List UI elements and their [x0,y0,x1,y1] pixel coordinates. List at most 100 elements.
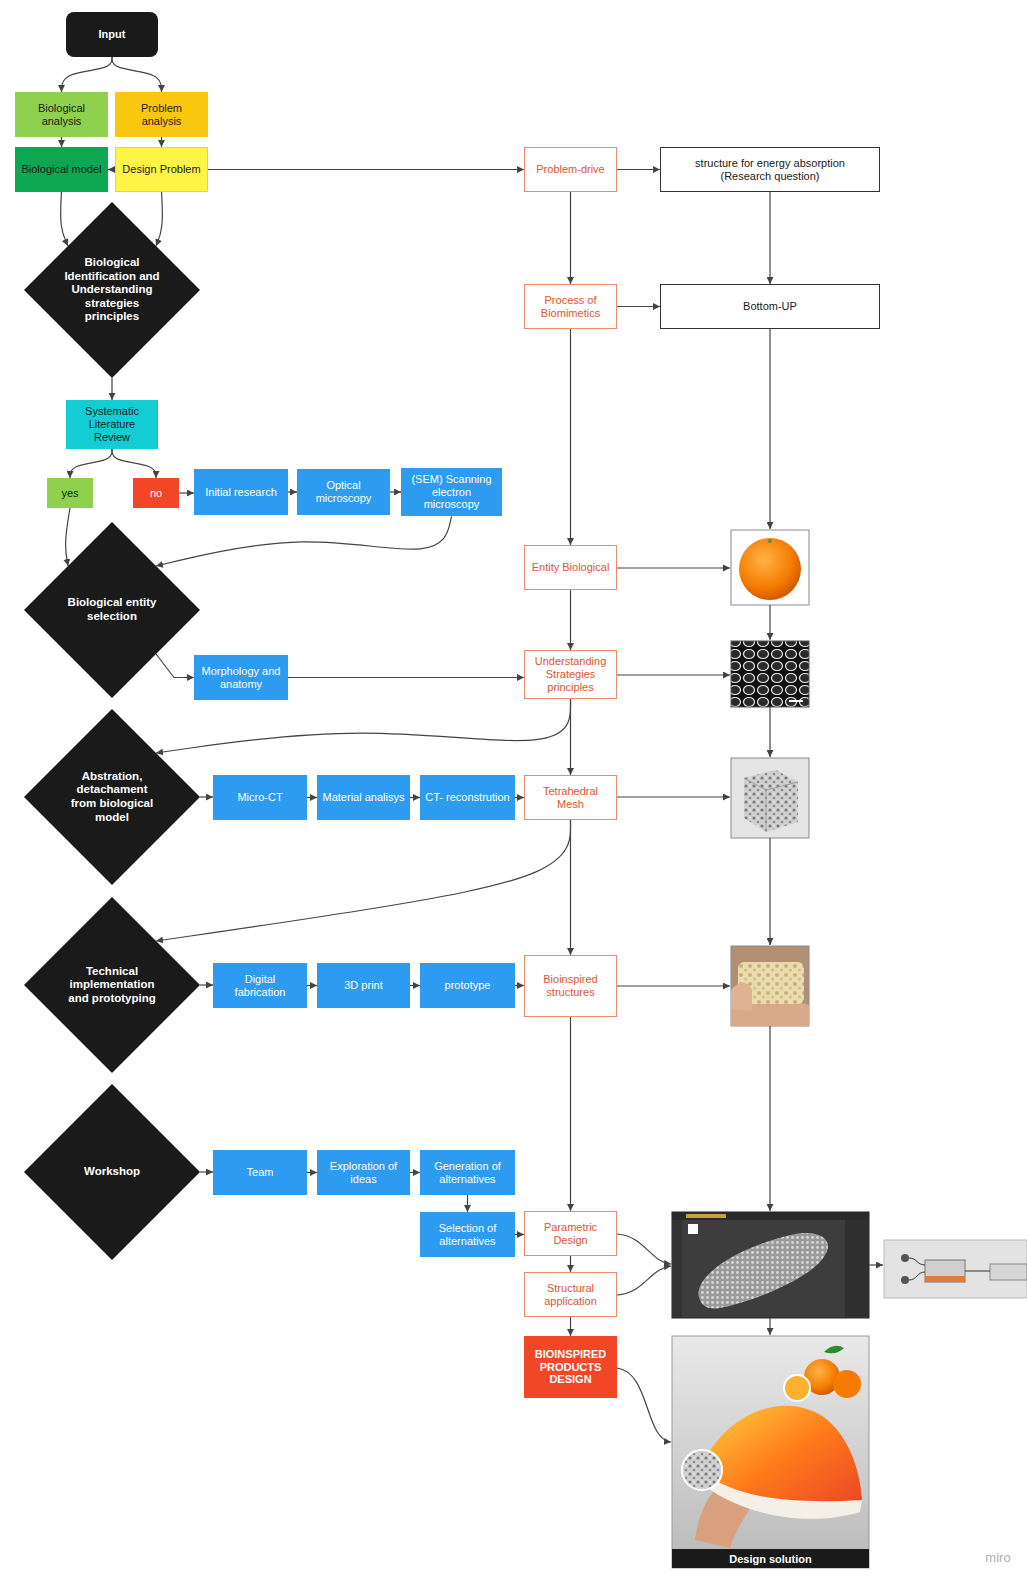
decision-text: Biological Identification and Understand… [59,256,165,324]
watermark: miro [976,1548,1020,1566]
connector-arrow [410,797,420,798]
box-text: Entity Biological [529,561,612,574]
connector-arrow [61,192,68,246]
decision-text: Biological entity selection [62,596,162,623]
connector-arrow [410,1172,420,1173]
connector-arrow [390,491,401,492]
box-text: Micro-CT [218,791,302,804]
leader-line [769,838,770,945]
leader-line [769,329,770,529]
diamond-shape [24,709,200,885]
result-box: BIOINSPIRED PRODUCTS DESIGN [524,1336,617,1398]
diamond-shape [24,202,200,378]
shoe-sole [698,1470,862,1519]
tool-panel [672,1220,682,1318]
toolbar-tab [686,1214,726,1218]
connector-arrow [108,169,115,170]
leader-line [617,1368,671,1442]
caption-band [672,1549,869,1568]
connector-arrow [769,192,770,284]
method-box: Initial research [194,469,288,515]
connector-arrow [617,306,660,307]
decision-text: Technical implementation and prototyping [64,965,160,1006]
connector-arrow [111,378,112,400]
box-text: Understanding Strategies principles [529,655,612,694]
photo-frame [731,946,809,1026]
connector-arrow [112,449,156,478]
orange-fruit [833,1370,861,1398]
sem-photo [731,641,809,707]
leader-line [769,1318,770,1335]
connector-arrow [200,796,213,797]
box-text: Initial research [199,486,283,499]
box-text: prototype [425,979,510,992]
orange-slice [784,1375,810,1401]
stage-box: Structural application [524,1272,617,1317]
component-bar [925,1276,965,1282]
connector-arrow [515,1234,524,1235]
leader-line [617,796,730,797]
box-text: BIOINSPIRED PRODUCTS DESIGN [529,1348,612,1387]
connector-arrow [515,797,524,798]
connector-arrow [570,1017,571,1211]
leader-line [769,1026,770,1211]
connector-arrow [156,192,162,246]
process-box: Systematic Literature Review [66,400,158,449]
component [925,1260,965,1282]
process-box: Biological model [15,147,108,192]
box-text: Systematic Literature Review [71,405,153,444]
leader-line [617,985,730,986]
box-text: Structural application [529,1282,612,1308]
method-box: Material analisys [317,775,410,820]
box-text: no [138,487,174,500]
box-text: Design Problem [120,163,203,176]
decision-diamond: Workshop [24,1084,200,1260]
decision-diamond: Biological entity selection [24,522,200,698]
connector-arrow [307,1172,317,1173]
method-box: Digital fabrication [213,963,307,1008]
process-box: Problem analysis [115,92,208,137]
icon [688,1224,698,1234]
connector-arrow [570,699,571,775]
ct-cube-render [731,758,809,838]
stage-box: Problem-drive [524,147,617,192]
box-text: Digital fabrication [218,973,302,999]
software-screenshot [672,1212,869,1318]
connector-arrow [410,985,420,986]
prototype-photo [731,946,809,1026]
method-box: Team [213,1150,307,1195]
box-text: Exploration of ideas [322,1160,405,1186]
component [990,1264,1027,1280]
method-box: Optical microscopy [297,469,390,515]
orange-stem [768,539,772,543]
connector-arrow [62,57,113,92]
note-box: structure for energy absorption (Researc… [660,147,880,192]
box-text: Team [218,1166,302,1179]
connector-arrow [200,984,213,985]
start-terminal: Input [66,12,158,57]
stage-box: Process of Biomimetics [524,284,617,329]
leaf [824,1346,844,1354]
leader-line [769,605,770,640]
box-text: Problem-drive [529,163,612,176]
box-text: Input [71,28,153,41]
connector-arrow [156,516,452,566]
input-node [901,1254,909,1262]
connector-arrow [200,1171,213,1172]
leader-line [769,707,770,757]
leader-lines [617,329,883,1442]
stage-box: Understanding Strategies principles [524,650,617,699]
decision-diamond: Technical implementation and prototyping [24,897,200,1073]
box-text: Biological analysis [20,102,103,128]
decision-text: Abstration, detachament from biological … [64,770,160,824]
box-text: Biological model [20,163,103,176]
porous-cube [744,770,798,832]
method-box: Generation of alternatives [420,1150,515,1195]
box-text: Generation of alternatives [425,1160,510,1186]
side-panel [845,1220,869,1318]
caption-text: Design solution [672,1549,869,1568]
decision-diamond: Abstration, detachament from biological … [24,709,200,885]
box-text: CT- reconstrution [425,791,510,804]
orange-fruit [739,538,801,600]
stage-box: Tetrahedral Mesh [524,775,617,820]
